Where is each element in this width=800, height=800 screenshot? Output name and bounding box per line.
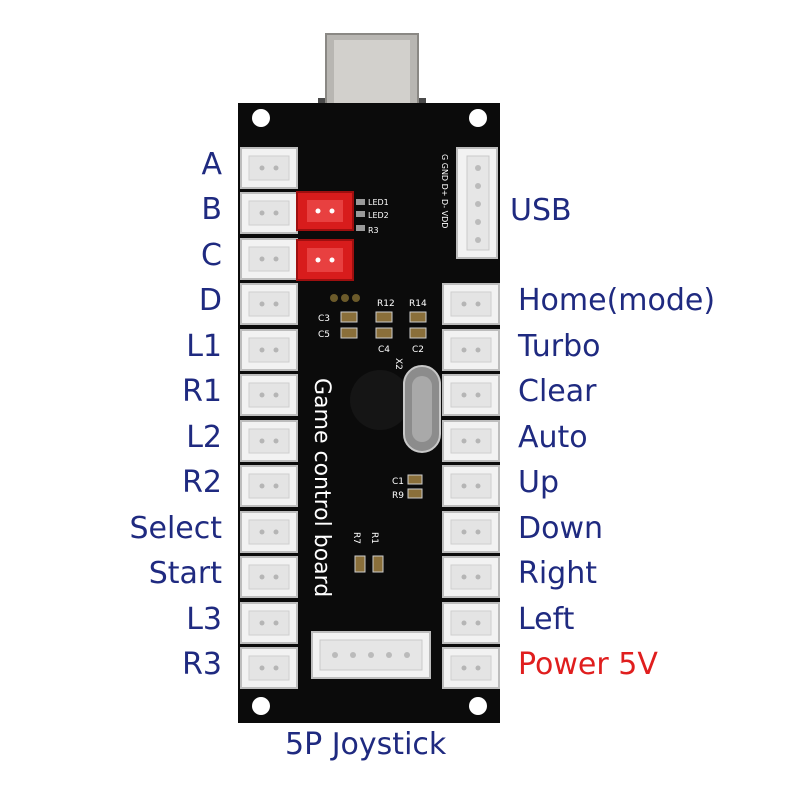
connector-l1 [240,329,298,371]
pin-label-r3: R3 [182,647,222,682]
x2-silkscreen: X2 [393,358,403,370]
connector-d [240,283,298,325]
pin-label-turbo: Turbo [518,329,601,364]
pin-label-up: Up [518,465,560,500]
c2-silkscreen: C2 [412,345,424,355]
pin-label-down: Down [518,511,604,546]
pin-label-l3: L3 [186,602,222,637]
mounting-hole [252,109,270,127]
pin-label-home-mode: Home(mode) [518,283,716,318]
r3-silkscreen: R3 [368,226,379,235]
pin-label-right: Right [518,556,597,591]
right-connector-column [442,283,500,689]
led2-silkscreen: LED2 [368,211,389,220]
pin-label-power-5v: Power 5V [518,647,658,682]
connector-right [442,556,500,598]
red-led-connector-2 [296,239,354,281]
joystick-label: 5P Joystick [285,727,447,762]
connector-power-5v [442,647,500,689]
red-led-connector-1 [296,191,354,231]
board-name-silkscreen: Game control board [309,378,334,597]
pin-label-auto: Auto [518,420,588,455]
test-pads [330,294,360,302]
pin-label-r1: R1 [182,374,222,409]
r7-r1-parts [354,555,384,573]
pin-label-select: Select [129,511,222,546]
connector-a [240,147,298,189]
led1-silkscreen: LED1 [368,198,389,207]
c1-silkscreen: C1 [392,477,404,487]
connector-r3 [240,647,298,689]
r1-silkscreen: R1 [369,532,379,544]
pin-label-l1: L1 [186,329,222,364]
pin-label-left: Left [518,602,575,637]
pin-label-a: A [201,147,222,182]
smd-components [340,311,427,339]
left-connector-column [240,147,298,689]
pin-label-start: Start [148,556,222,591]
r7-silkscreen: R7 [351,532,361,544]
pin-label-b: B [201,192,222,227]
mounting-hole [469,697,487,715]
connector-c [240,238,298,280]
connector-r1 [240,374,298,416]
connector-left [442,602,500,644]
c3-silkscreen: C3 [318,314,330,324]
pin-label-c: C [201,238,222,273]
crystal-oscillator [403,365,441,453]
mounting-hole [252,697,270,715]
connector-l2 [240,420,298,462]
pin-label-d: D [198,283,222,318]
pin-label-clear: Clear [518,374,597,409]
c4-silkscreen: C4 [378,345,390,355]
usb-label: USB [510,193,572,228]
pin-label-r2: R2 [182,465,222,500]
c1-r9-parts [407,474,423,499]
pin-label-l2: L2 [186,420,222,455]
connector-l3 [240,602,298,644]
usb-pin-silkscreen: G GND D+ D- VDD [440,154,449,228]
mounting-hole [469,109,487,127]
joystick-5p-connector [311,631,431,679]
connector-home-mode- [442,283,500,325]
c5-silkscreen: C5 [318,330,330,340]
connector-auto [442,420,500,462]
r14-silkscreen: R14 [409,299,427,309]
led-smd-parts [356,199,365,231]
connector-clear [442,374,500,416]
connector-turbo [442,329,500,371]
usb-pin-header [456,147,498,259]
connector-down [442,511,500,553]
connector-up [442,465,500,507]
connector-select [240,511,298,553]
connector-b [240,192,298,234]
connector-start [240,556,298,598]
r9-silkscreen: R9 [392,491,404,501]
r12-silkscreen: R12 [377,299,395,309]
mcu-chip [350,370,410,430]
connector-r2 [240,465,298,507]
